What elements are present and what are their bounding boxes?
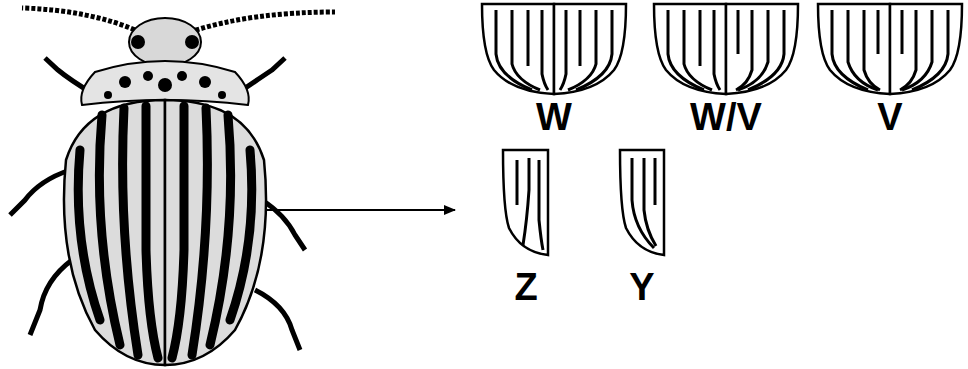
pattern-label: Z [514, 268, 537, 306]
pattern-label: Y [629, 268, 654, 306]
pattern-label: W [536, 98, 572, 136]
pattern-label: V [877, 98, 902, 136]
pattern-label: W/V [690, 98, 762, 136]
